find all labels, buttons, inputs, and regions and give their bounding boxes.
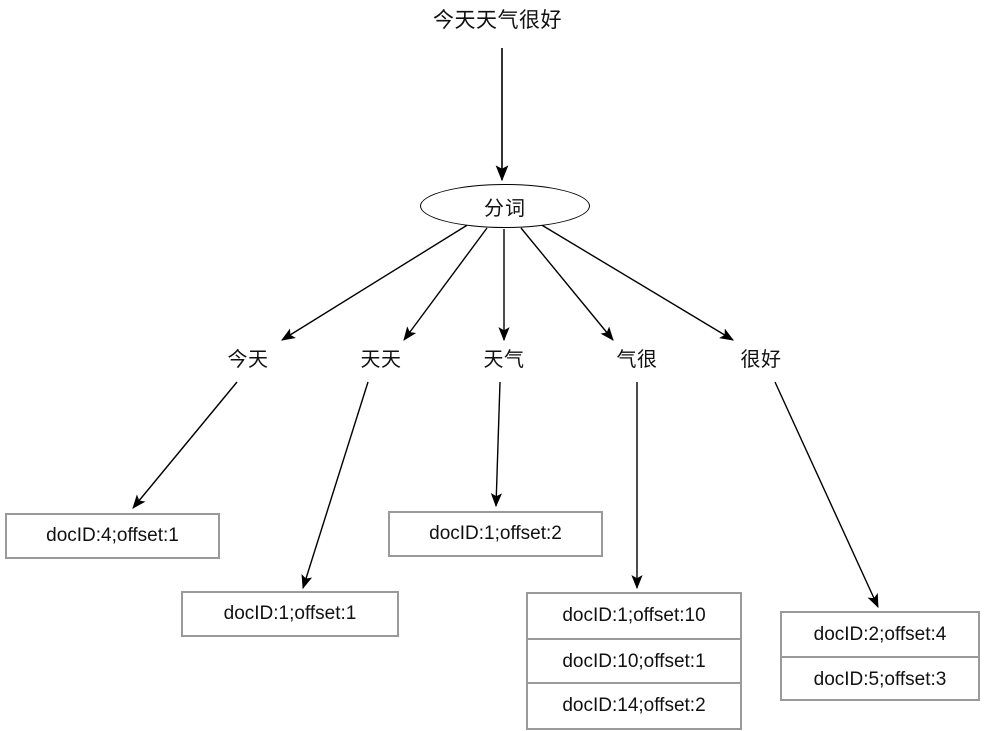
posting-entry: docID:1;offset:2 bbox=[429, 523, 562, 544]
posting-entry: docID:1;offset:10 bbox=[562, 605, 706, 626]
posting-entry: docID:1;offset:1 bbox=[223, 603, 357, 624]
edge-term-2-to-posting-2 bbox=[490, 381, 503, 508]
posting-entry: docID:4;offset:1 bbox=[46, 525, 179, 546]
posting-list-2: docID:1;offset:2 bbox=[388, 511, 603, 557]
term-node-1: 天天 bbox=[360, 349, 402, 371]
posting-list-0: docID:4;offset:1 bbox=[5, 513, 220, 559]
term-node-0: 今天 bbox=[227, 349, 269, 371]
term-node-3: 气很 bbox=[616, 349, 658, 371]
edge-segmenter-to-term-1 bbox=[403, 227, 488, 341]
edge-segmenter-to-term-4 bbox=[539, 223, 734, 341]
posting-entry: docID:5;offset:3 bbox=[782, 656, 978, 699]
edge-segmenter-to-term-3 bbox=[520, 227, 614, 341]
segmenter-node: 分词 bbox=[420, 184, 590, 228]
edge-segmenter-to-term-0 bbox=[281, 223, 470, 341]
posting-list-4: docID:2;offset:4 docID:5;offset:3 bbox=[780, 611, 980, 701]
edge-term-0-to-posting-0 bbox=[132, 381, 238, 509]
posting-entry: docID:10;offset:1 bbox=[528, 638, 740, 682]
term-node-4: 很好 bbox=[740, 349, 782, 371]
edge-term-1-to-posting-1 bbox=[301, 381, 369, 590]
posting-list-3: docID:1;offset:10 docID:10;offset:1 docI… bbox=[526, 592, 742, 730]
term-node-2: 天气 bbox=[483, 349, 525, 371]
posting-entry: docID:2;offset:4 bbox=[813, 624, 947, 645]
segmenter-label: 分词 bbox=[484, 197, 526, 220]
posting-entry: docID:14;offset:2 bbox=[528, 682, 740, 726]
input-sentence-node: 今天天气很好 bbox=[433, 9, 562, 32]
posting-list-1: docID:1;offset:1 bbox=[181, 591, 399, 637]
edge-term-4-to-posting-4 bbox=[774, 381, 879, 609]
